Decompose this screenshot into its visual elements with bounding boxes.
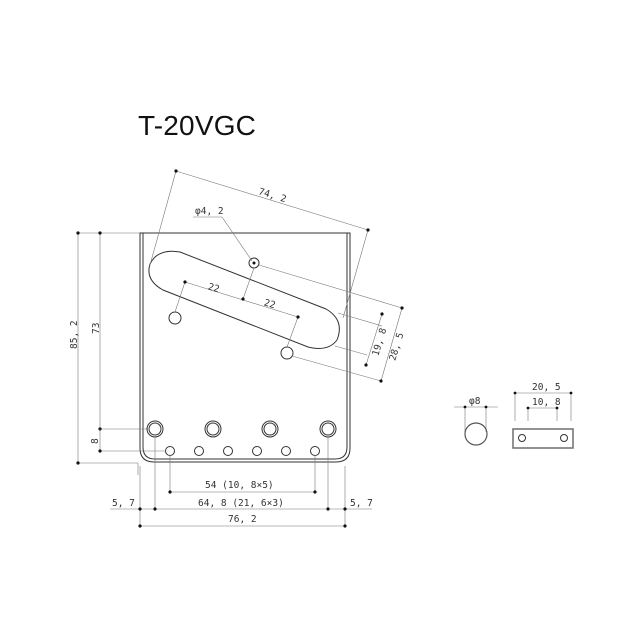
dim-19-8: 19, 8 — [370, 326, 389, 357]
model-title: T-20VGC — [138, 110, 257, 141]
bridge-plate-inner — [142, 233, 348, 460]
dim-margin-left: 5, 7 — [112, 498, 135, 509]
dim-85-2: 85, 2 — [69, 320, 80, 349]
dim-74-2: 74, 2 — [257, 186, 288, 205]
dim-margin-right: 5, 7 — [350, 498, 373, 509]
dim-22-right: 22 — [263, 297, 277, 311]
dim-28-5: 28, 5 — [387, 331, 406, 362]
dim-total-width: 76, 2 — [228, 514, 257, 525]
dim-saddle-width: 20, 5 — [532, 382, 561, 393]
bridge-plate-outline — [139, 232, 351, 463]
saddle-side-view — [512, 428, 574, 449]
dim-string-spacing: 54 (10, 8×5) — [205, 480, 274, 491]
dim-saddle-spacing: 64, 8 (21, 6×3) — [198, 498, 284, 509]
dim-73: 73 — [91, 323, 102, 334]
pickup-hole-left — [168, 311, 182, 325]
dim-saddle-diameter: φ8 — [469, 396, 481, 407]
dim-saddle-hole-spacing: 10, 8 — [532, 397, 561, 408]
dim-hole-diameter: φ4, 2 — [195, 206, 224, 217]
dim-22-left: 22 — [207, 281, 221, 295]
saddle-round-view — [464, 422, 488, 446]
dim-8: 8 — [90, 438, 101, 444]
pickup-hole-right — [280, 346, 294, 360]
string-holes — [165, 446, 320, 456]
pickup-slot — [148, 250, 340, 349]
saddle-holes — [146, 420, 337, 438]
